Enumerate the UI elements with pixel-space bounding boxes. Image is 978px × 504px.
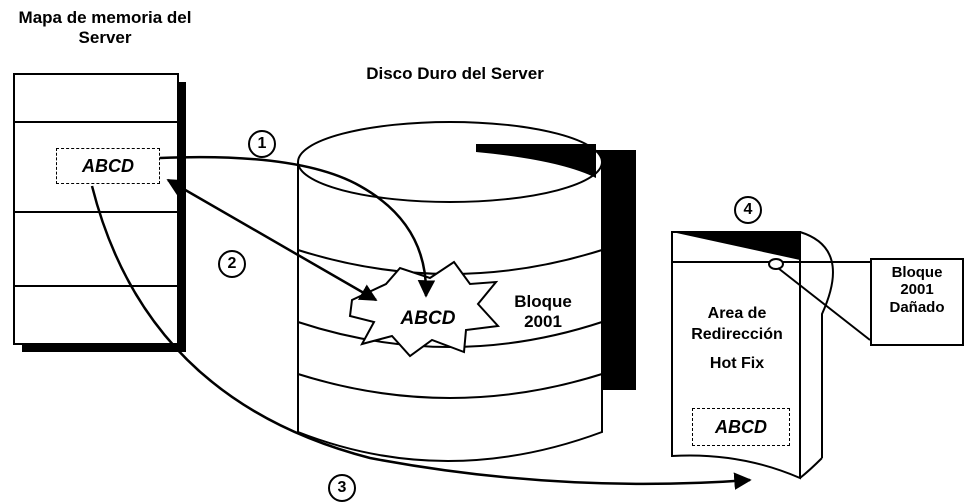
callout-leader <box>777 267 871 341</box>
disk-block-label-line: Bloque <box>514 292 572 311</box>
hotfix-data-block: ABCD <box>692 408 790 446</box>
callout-line: Bloque <box>891 264 943 281</box>
step-2-marker: 2 <box>218 250 246 278</box>
memory-data-label: ABCD <box>82 155 134 176</box>
hotfix-label-line: Area de <box>707 305 767 322</box>
hotfix-data-label: ABCD <box>715 416 767 437</box>
hotfix-curve-right <box>799 231 834 458</box>
callout-line: 2001 <box>900 281 934 299</box>
damaged-block-callout: Bloque 2001 Dañado <box>870 258 964 346</box>
disk-top-shade <box>476 144 596 178</box>
step-3-marker: 3 <box>328 474 356 502</box>
memory-map <box>13 73 186 352</box>
memory-map-body <box>13 73 179 345</box>
hotfix-label-line: Redirección <box>691 325 783 343</box>
arrow-step-3 <box>90 185 752 490</box>
callout-line: Dañado <box>889 298 945 316</box>
hotfix-top-wedge <box>672 232 800 260</box>
hotfix-label-line: Hot Fix <box>709 354 765 372</box>
disk-block-label: Bloque 2001 <box>498 292 588 331</box>
disk-title: Disco Duro del Server <box>366 64 544 83</box>
disk-band <box>297 373 603 399</box>
step-4-marker: 4 <box>734 196 762 224</box>
arrow-step-2 <box>166 178 378 302</box>
memory-data-block: ABCD <box>56 148 160 184</box>
damaged-block-marker <box>768 258 784 270</box>
disk-data-label: ABCD <box>400 308 456 329</box>
hotfix-bottom <box>799 457 823 479</box>
step-1-marker: 1 <box>248 130 276 158</box>
memory-map-title: Mapa de memoria del Server <box>18 8 192 47</box>
disk-block-label-line: 2001 <box>524 311 562 331</box>
hotfix-area-label: Area de Redirección Hot Fix <box>676 304 798 374</box>
